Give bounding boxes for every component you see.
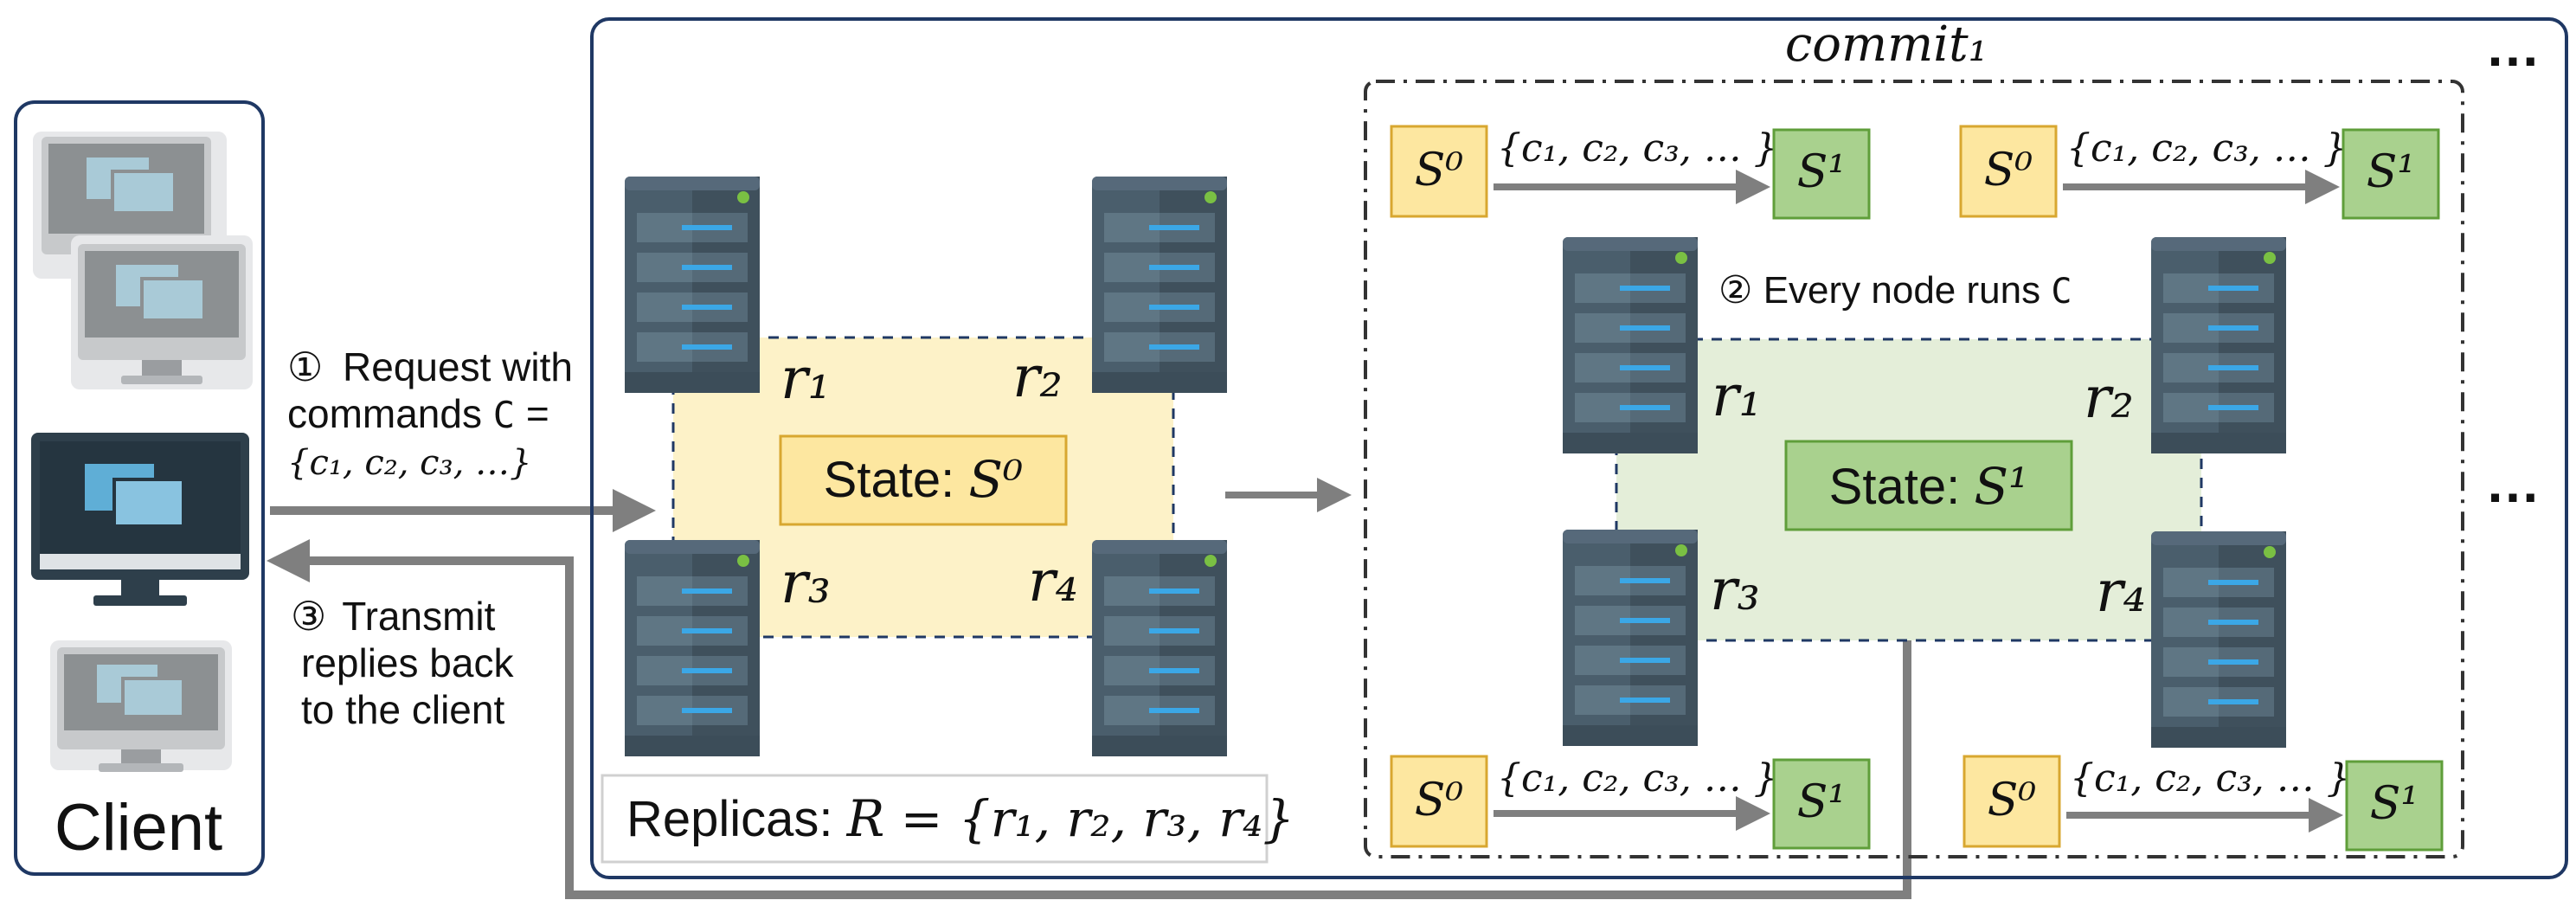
commit-title: commit₁ <box>1785 16 1988 73</box>
desktop-monitor-icon[interactable] <box>50 640 232 772</box>
state-s0-text: S⁰ <box>1984 145 2033 196</box>
client-label: Client <box>55 791 222 865</box>
state-s1-box <box>2342 128 2440 220</box>
svg-text:State: S¹: State: S¹ <box>1829 457 2029 516</box>
step2-command-var: C <box>2051 272 2072 312</box>
state-s1-text: S¹ <box>2370 778 2419 830</box>
replica-label-r1: r₁ <box>781 345 831 412</box>
desktop-monitor-icon[interactable] <box>31 433 249 606</box>
state-box-s1 <box>1784 440 2073 531</box>
desktop-monitor-icon[interactable] <box>71 235 253 389</box>
state-box-s0 <box>779 434 1068 526</box>
state-s1-text: S¹ <box>2367 146 2415 198</box>
step1-line1: Request with <box>343 344 573 389</box>
server-rack-icon[interactable] <box>2151 237 2286 453</box>
state-s1-box <box>2345 760 2444 852</box>
server-rack-icon[interactable] <box>2151 531 2286 748</box>
replica-label-r4: r₄ <box>2096 558 2146 625</box>
transition-row: S⁰ {c₁, c₂, c₃, … } S¹ <box>1959 125 2440 220</box>
replica-label-r2: r₂ <box>1012 344 1063 410</box>
reply-arrow <box>267 539 1911 899</box>
server-rack-icon[interactable] <box>625 540 760 756</box>
svg-text:commands C =: commands C = <box>287 391 549 436</box>
step2-annotation: ② Every node runs C <box>1718 269 2072 312</box>
replica-label-r4: r₄ <box>1028 548 1078 614</box>
step1-annotation: ① Request with commands C = {c₁, c₂, c₃,… <box>287 344 573 483</box>
replica-label-r3: r₃ <box>781 550 831 616</box>
state-s1-text: S¹ <box>1797 776 1846 828</box>
step3-line3: to the client <box>301 687 504 732</box>
replicas-caption-prefix: Replicas: <box>626 791 847 847</box>
step1-command-set: {c₁, c₂, c₃, …} <box>287 443 532 483</box>
state-s1-text: S¹ <box>1797 146 1846 198</box>
step1-line2-eq: = <box>526 391 549 436</box>
replicas-caption-box <box>601 774 1269 864</box>
command-set: {c₁, c₂, c₃, … } <box>1497 126 1778 170</box>
commit-frame <box>1364 80 2464 858</box>
server-rack-icon[interactable] <box>1563 530 1698 746</box>
state-s0-box <box>1963 755 2061 848</box>
commit-block: commit₁ r₁ r₂ r₃ r₄ State: S¹ ② Every no… <box>1364 16 2464 858</box>
server-rack-icon[interactable] <box>1092 540 1227 756</box>
state-s0-text: S⁰ <box>1415 775 1464 826</box>
initial-cluster: r₁ r₂ r₃ r₄ State: S⁰ Replicas: R = {r₁,… <box>601 177 1294 864</box>
state-s1-box <box>1772 758 1871 850</box>
svg-text:State: S⁰: State: S⁰ <box>824 450 1024 509</box>
step3-line2: replies back <box>301 640 514 685</box>
step3-number: ③ <box>291 594 326 639</box>
state-s0-box <box>1390 755 1488 848</box>
state-value: S¹ <box>1974 457 2028 516</box>
transition-row: S⁰ {c₁, c₂, c₃, … } S¹ <box>1390 125 1871 220</box>
step1-line2: commands <box>287 391 493 436</box>
svg-text:Replicas: R = {r₁, r₂,: Replicas: R = {r₁, r₂, r₃, r₄} <box>626 789 1294 848</box>
step1-number: ① <box>287 344 323 389</box>
system-frame <box>590 17 2568 879</box>
state-s0-text: S⁰ <box>1988 775 2037 826</box>
state-value: S⁰ <box>968 450 1023 509</box>
transition-row: S⁰ {c₁, c₂, c₃, … } S¹ <box>1390 755 1871 850</box>
command-set: {c₁, c₂, c₃, … } <box>2070 756 2351 800</box>
replica-label-r1: r₁ <box>1712 363 1762 429</box>
state-s0-box <box>1959 125 2058 218</box>
client-panel: Client <box>14 100 265 876</box>
replicas-caption-math: R = {r₁, r₂, r₃, r₄} <box>846 789 1294 848</box>
server-rack-icon[interactable] <box>625 177 760 393</box>
command-set: {c₁, c₂, c₃, … } <box>1497 756 1778 800</box>
server-rack-icon[interactable] <box>1563 237 1698 453</box>
step2-number: ② <box>1718 269 1752 312</box>
replica-label-r2: r₂ <box>2084 364 2134 431</box>
step3-line1: Transmit <box>342 594 495 639</box>
state-label: State: <box>1829 459 1975 515</box>
ellipsis-top: … <box>2485 16 2541 78</box>
server-rack-icon[interactable] <box>1092 177 1227 393</box>
state-s1-box <box>1772 128 1871 220</box>
step1-command-var: C <box>493 394 515 436</box>
ellipsis-middle: … <box>2485 452 2541 514</box>
command-set: {c₁, c₂, c₃, … } <box>2066 126 2348 170</box>
svg-text:③ Transmit: ③ Transmit <box>291 594 496 639</box>
state-s0-text: S⁰ <box>1415 145 1464 196</box>
replica-label-r3: r₃ <box>1710 556 1760 623</box>
state-s0-box <box>1390 125 1488 218</box>
step2-text: Every node runs <box>1763 269 2052 312</box>
step3-annotation: ③ Transmit replies back to the client <box>291 594 514 732</box>
state-label: State: <box>824 452 969 508</box>
transition-row: S⁰ {c₁, c₂, c₃, … } S¹ <box>1963 755 2444 852</box>
svg-text:① Request with: ① Request with <box>287 344 573 389</box>
